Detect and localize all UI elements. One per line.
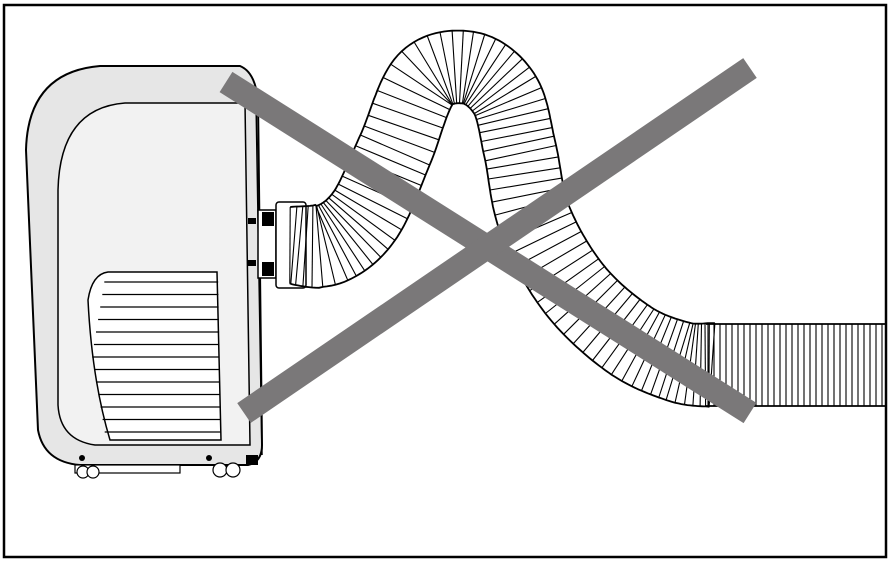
hose-rib — [469, 58, 523, 109]
cross-stroke-2 — [237, 58, 757, 423]
hose-rib — [325, 200, 382, 258]
hose-rib — [315, 205, 349, 281]
exhaust-connector — [248, 201, 307, 289]
hose-rib — [462, 34, 486, 104]
hose-rib — [473, 75, 537, 115]
connector-detail-1 — [248, 218, 256, 224]
hose-rib — [458, 30, 464, 104]
hose-rib — [413, 41, 453, 105]
hose-rib — [360, 134, 430, 166]
hose-rib — [322, 202, 374, 265]
hose-rib — [486, 156, 559, 170]
hose-rib — [382, 77, 451, 111]
hose-rib — [328, 197, 389, 250]
unit-air-grille — [87, 271, 222, 441]
hose-rib — [295, 206, 304, 286]
hose-rib — [377, 89, 447, 119]
hose-rib — [426, 35, 454, 105]
hose-rib — [474, 87, 542, 117]
screw-right — [206, 455, 212, 461]
connector-clip-top — [262, 212, 274, 226]
hose-rib — [290, 206, 298, 284]
hose-rib — [488, 167, 561, 180]
hose-rib — [355, 145, 426, 176]
hose-rib — [463, 38, 497, 105]
hose-rib — [451, 30, 458, 104]
screw-left — [79, 455, 85, 461]
grille-outline — [87, 271, 222, 441]
diagram-frame — [2, 3, 888, 559]
hose-rib — [479, 117, 551, 134]
unit-base — [74, 455, 258, 479]
hose-rib — [481, 127, 553, 143]
connector-clip-bottom — [262, 262, 274, 276]
exhaust-hose — [289, 29, 886, 408]
hose-rib — [320, 203, 366, 272]
hose-rib — [331, 193, 396, 241]
hose-straight-section — [706, 323, 886, 407]
hose-rib — [316, 205, 336, 285]
hose-rib — [489, 177, 562, 191]
hose-rib — [465, 44, 507, 106]
hose-rib — [467, 50, 515, 107]
hose-rib — [483, 135, 555, 152]
hose-rib — [476, 97, 546, 121]
wheel-rear-2 — [225, 462, 241, 478]
hose-rib — [439, 32, 455, 104]
hose-rib — [372, 102, 443, 129]
hose-edge-lower — [290, 29, 715, 325]
hose-rib — [471, 66, 530, 112]
hose-rib — [364, 125, 435, 153]
cross-mark-icon — [219, 58, 757, 424]
wheel-front-2 — [86, 465, 100, 479]
hose-rib — [302, 205, 309, 287]
connector-detail-2 — [248, 260, 256, 266]
hose-rib — [477, 108, 549, 126]
hose-rib — [311, 205, 314, 288]
hose-rib — [338, 183, 408, 220]
hose-rib — [485, 144, 557, 162]
hose-rib — [509, 221, 577, 255]
wheel-rear — [212, 462, 228, 478]
air-conditioner-unit — [24, 65, 307, 479]
rear-foot — [246, 455, 258, 465]
hose-rib — [461, 31, 475, 104]
hose-rib — [318, 204, 357, 277]
hose-edge-upper — [289, 102, 710, 408]
hose-rib — [368, 114, 440, 141]
hose-rib — [334, 189, 402, 231]
base-plate — [74, 464, 181, 474]
hose-rib — [401, 50, 453, 106]
hose-rib — [390, 63, 453, 106]
hose-rib — [315, 205, 324, 287]
